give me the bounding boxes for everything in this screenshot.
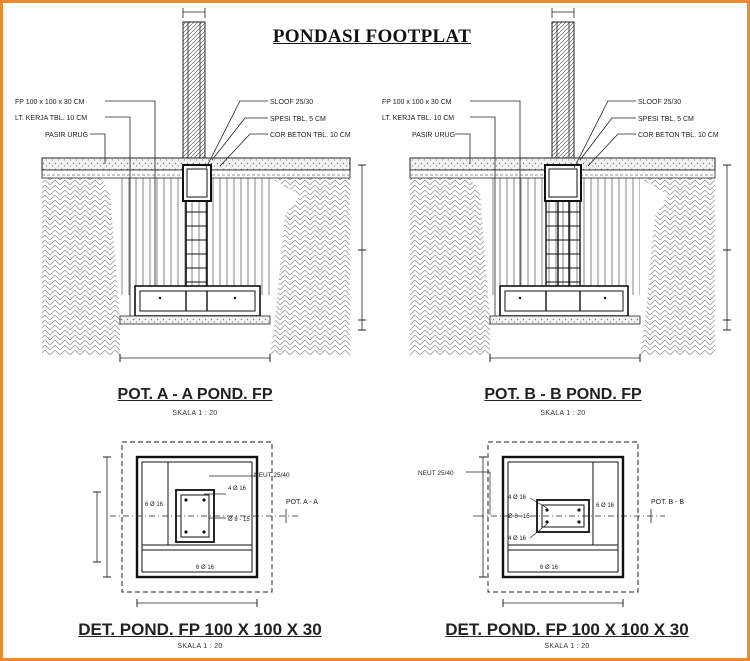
caption-section-b-text: POT. B - B POND. FP [484,386,642,403]
label-bar-bottom: 4 Ø 16 [508,536,527,542]
label-spesi: SPESI TBL. 5 CM [270,116,326,123]
label-sloof: SLOOF 25/30 [270,99,313,106]
caption-plan-b-text: DET. POND. FP 100 X 100 X 30 [445,620,689,639]
label-lt-kerja: LT. KERJA TBL. 10 CM [382,115,454,122]
label-cor-beton: COR BETON TBL. 10 CM [270,132,351,139]
plan-a: NEUT 25/40 4 Ø 16 Ø 8 - 15 6 Ø 16 6 Ø 16… [93,441,318,607]
label-bar-left: 6 Ø 16 [145,502,164,508]
caption-plan-a: DET. POND. FP 100 X 100 X 30 [55,620,345,640]
page-title: PONDASI FOOTPLAT [272,26,472,47]
label-stirrup: Ø 8 - 15 [508,514,530,520]
label-pasir-urug: PASIR URUG [45,132,88,139]
label-spesi: SPESI TBL. 5 CM [638,116,694,123]
caption-plan-b: DET. POND. FP 100 X 100 X 30 [422,620,712,640]
label-fp: FP 100 x 100 x 30 CM [382,99,452,106]
scale-plan-b: SKALA 1 : 20 [544,643,590,650]
label-neut: NEUT 25/40 [254,472,290,479]
scale-section-b: SKALA 1 : 20 [540,410,586,417]
label-neut: NEUT 25/40 [418,470,454,477]
label-bar-bottom: 6 Ø 16 [196,565,215,571]
scale-plan-a: SKALA 1 : 20 [177,643,223,650]
caption-section-a: POT. A - A POND. FP [95,386,295,404]
plan-b: NEUT 25/40 4 Ø 16 Ø 8 - 15 4 Ø 16 6 Ø 16… [418,441,684,607]
label-bar-base: 6 Ø 16 [540,565,559,571]
label-cor-beton: COR BETON TBL. 10 CM [638,132,719,139]
label-bar-top: 4 Ø 16 [228,486,247,492]
scale-section-a: SKALA 1 : 20 [172,410,218,417]
label-cut-b: POT. B - B [651,499,684,506]
label-lt-kerja: LT. KERJA TBL. 10 CM [15,115,87,122]
caption-section-b: POT. B - B POND. FP [463,386,663,404]
label-bar-right: 6 Ø 16 [596,503,615,509]
section-a: FP 100 x 100 x 30 CM LT. KERJA TBL. 10 C… [15,8,366,362]
section-b: FP 100 x 100 x 30 CM LT. KERJA TBL. 10 C… [382,8,731,362]
label-stirrup: Ø 8 - 15 [228,517,250,523]
caption-plan-a-text: DET. POND. FP 100 X 100 X 30 [78,620,322,639]
label-cut-a: POT. A - A [286,499,318,506]
label-bar-top: 4 Ø 16 [508,495,527,501]
label-sloof: SLOOF 25/30 [638,99,681,106]
label-fp: FP 100 x 100 x 30 CM [15,99,85,106]
caption-section-a-text: POT. A - A POND. FP [117,386,273,403]
label-pasir-urug: PASIR URUG [412,132,455,139]
